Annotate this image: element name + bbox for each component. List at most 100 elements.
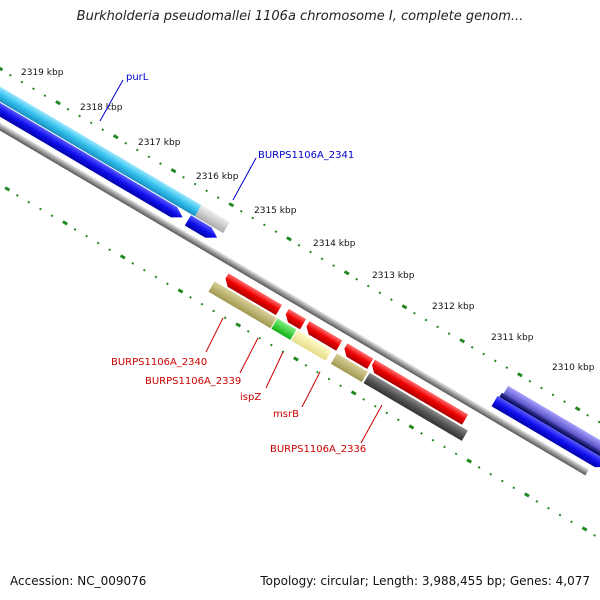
minor-tick [96,241,100,245]
minor-tick [482,352,486,356]
forward-gene-labels: purL BURPS1106A_2341 [99,72,354,201]
outer-tick-row [0,66,600,424]
minor-tick [200,302,204,306]
scale-label: 2318 kbp [80,103,123,113]
major-tick [459,338,466,344]
scale-label: 2313 kbp [372,271,415,281]
feature-right-navy [499,392,600,462]
minor-tick [142,268,146,272]
minor-tick [189,296,192,299]
forward-features [0,46,600,468]
reverse-arrow-5 [371,359,469,425]
minor-tick [20,80,24,84]
minor-tick [355,277,359,281]
minor-tick [424,318,428,322]
major-tick [516,372,523,378]
minor-tick [436,325,439,329]
minor-tick [593,534,596,537]
minor-tick [535,500,539,503]
gene-label-burps1106a-2336: BURPS1106A_2336 [270,444,366,455]
gene-label-burps1106a-2340: BURPS1106A_2340 [111,357,207,368]
minor-tick [320,257,324,261]
minor-tick [420,432,423,435]
minor-tick [8,73,12,77]
minor-tick [447,332,451,336]
major-tick [4,186,11,192]
major-tick [401,304,408,310]
scale-label: 2312 kbp [432,302,475,312]
major-tick [170,168,177,174]
minor-tick [39,207,42,211]
accession-text: Accession: NC_009076 [10,574,147,588]
minor-tick [101,128,105,131]
minor-tick [500,479,504,483]
minor-tick [205,189,208,193]
major-tick [466,458,473,464]
major-tick [62,220,68,226]
feature-right-purple [503,385,600,459]
scale-label: 2317 kbp [138,138,181,148]
minor-tick [15,194,19,197]
topology-summary: Topology: circular; Length: 3,988,455 bp… [260,574,590,588]
gene-label-purl: purL [126,72,149,83]
leader-line-burps1106a-2340 [205,317,224,353]
scale-label: 2314 kbp [313,239,356,249]
scale-labels: 2319 kbp 2318 kbp 2317 kbp 2316 kbp 2315… [21,68,595,373]
minor-tick [454,452,458,456]
minor-tick [431,438,435,442]
leader-line-ispz [265,351,284,389]
forward-arrow-long [0,58,183,218]
minor-tick [396,418,400,422]
minor-tick [193,182,197,186]
feature-burps1106a-2341 [194,205,230,234]
scale-label: 2316 kbp [196,172,239,182]
minor-tick [124,141,128,145]
major-tick [55,100,61,106]
feature-msrb [330,353,368,383]
reverse-features [208,273,469,441]
minor-tick [309,250,312,254]
minor-tick [339,384,342,388]
minor-tick [27,200,31,204]
minor-tick [366,284,370,288]
minor-tick [166,282,169,286]
major-tick [228,202,235,208]
leader-line-burps1106a-2341 [232,157,257,201]
reverse-arrow-2 [285,308,307,330]
major-tick [523,492,530,498]
minor-tick [50,214,54,218]
minor-tick [586,413,590,417]
major-tick [293,356,299,362]
minor-tick [512,486,516,490]
leader-line-purl [99,79,124,122]
minor-tick [304,364,308,367]
minor-tick [470,345,474,349]
minor-tick [269,343,273,347]
minor-tick [528,379,532,383]
major-tick [343,270,350,276]
minor-tick [332,264,335,267]
minor-tick [551,393,555,397]
feature-ispz [291,330,332,361]
minor-tick [385,411,389,415]
forward-arrow-right [491,395,600,468]
minor-tick [563,400,566,404]
leader-line-msrb [301,371,321,408]
minor-tick [131,262,135,265]
minor-tick [373,404,377,408]
feature-burps1106a-2340 [208,281,277,329]
major-tick [119,254,126,260]
minor-tick [212,309,215,313]
minor-tick [505,366,509,370]
feature-purl [0,46,202,217]
minor-tick [558,513,562,517]
reverse-arrow-1 [225,273,282,316]
minor-tick [78,114,81,118]
gene-label-msrb: msrB [273,409,299,420]
leader-line-burps1106a-2339 [239,337,259,374]
major-tick [235,322,242,328]
major-tick [0,66,4,72]
minor-tick [477,466,481,469]
minor-tick [316,370,319,374]
